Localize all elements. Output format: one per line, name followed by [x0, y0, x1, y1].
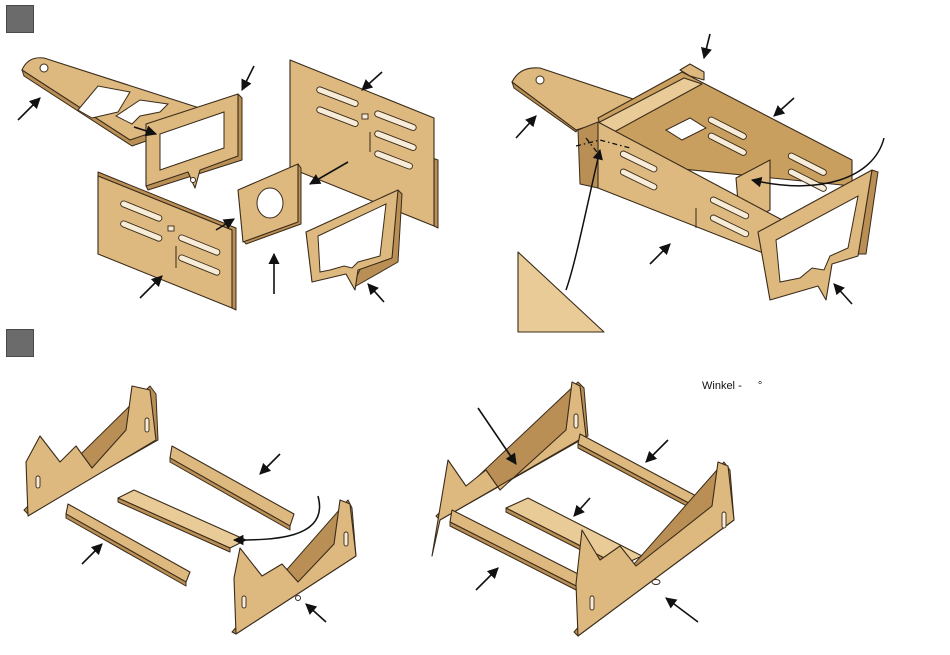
mount-hole — [536, 76, 544, 84]
step2-exploded-stand — [24, 386, 356, 634]
step2-assembled-stand — [432, 382, 734, 636]
side-wall-front — [98, 172, 236, 310]
side-wall-back — [290, 60, 438, 228]
angle-gauge — [518, 252, 604, 332]
stand-side-front — [232, 500, 356, 634]
middle-former — [238, 164, 301, 244]
rear-former — [306, 190, 402, 290]
former-hole — [191, 178, 196, 183]
cable-hole — [257, 188, 283, 218]
step1-assembled-body — [512, 34, 884, 332]
step1-exploded-parts — [18, 58, 438, 310]
wall-slot — [168, 226, 174, 231]
wall-slot — [362, 114, 368, 119]
mount-hole — [40, 64, 48, 72]
